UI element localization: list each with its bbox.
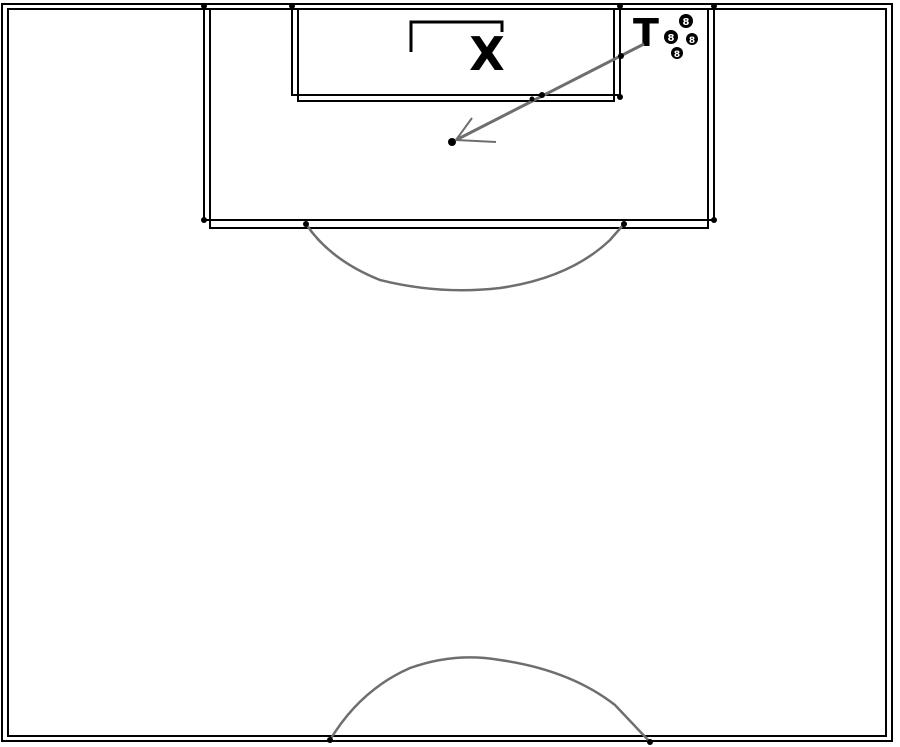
svg-text:8: 8 — [668, 33, 675, 44]
pass-arrow — [448, 42, 645, 146]
mini-goal-frame — [409, 20, 504, 52]
svg-text:8: 8 — [689, 36, 695, 46]
player-marker: 8 — [686, 33, 698, 46]
goal-area — [291, 3, 621, 102]
pitch-boundary — [1, 3, 893, 742]
penalty-arc — [304, 223, 625, 292]
target-marker-x: X — [469, 27, 504, 81]
player-marker: 8 — [679, 14, 693, 28]
svg-text:8: 8 — [674, 50, 680, 60]
center-circle-arc — [328, 656, 651, 743]
player-marker: 8 — [664, 30, 678, 44]
svg-text:8: 8 — [683, 17, 690, 28]
player-marker: 8 — [671, 47, 683, 60]
line-junction-dots — [201, 3, 717, 745]
player-group: 8 8 8 8 — [664, 14, 698, 60]
